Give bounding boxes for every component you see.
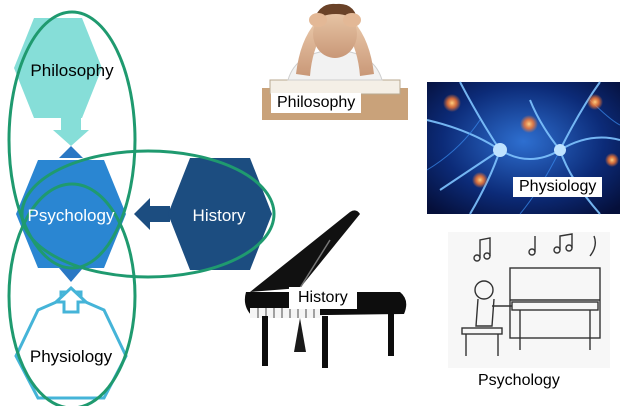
history-photo-caption: History [289,287,357,309]
physiology-label: Physiology [30,347,113,366]
physiology-up-arrow [52,285,90,314]
psychology-label: Psychology [28,206,115,225]
psychology-hexagon [16,160,126,268]
psychology-history-ellipse [20,149,276,279]
philosophy-hexagon [14,18,102,118]
history-label: History [193,206,246,225]
philosophy-psychology-ellipse [7,10,137,270]
psychology-top-arrowhead [59,146,83,158]
neuron-network-photo [426,81,620,215]
philosophy-photo-caption: Philosophy [271,93,362,113]
psychology-bottom-arrowhead [59,268,83,282]
philosophy-to-psychology-arrow [53,118,89,146]
physiology-photo-caption: Physiology [513,177,603,197]
psychology-photo-caption: Psychology [478,372,560,389]
philosophy-label: Philosophy [30,61,114,80]
psychology-physiology-ellipse [7,182,137,406]
history-hexagon [168,158,272,270]
history-to-psychology-arrow [134,198,170,230]
piano-sketch-photo [448,232,610,368]
